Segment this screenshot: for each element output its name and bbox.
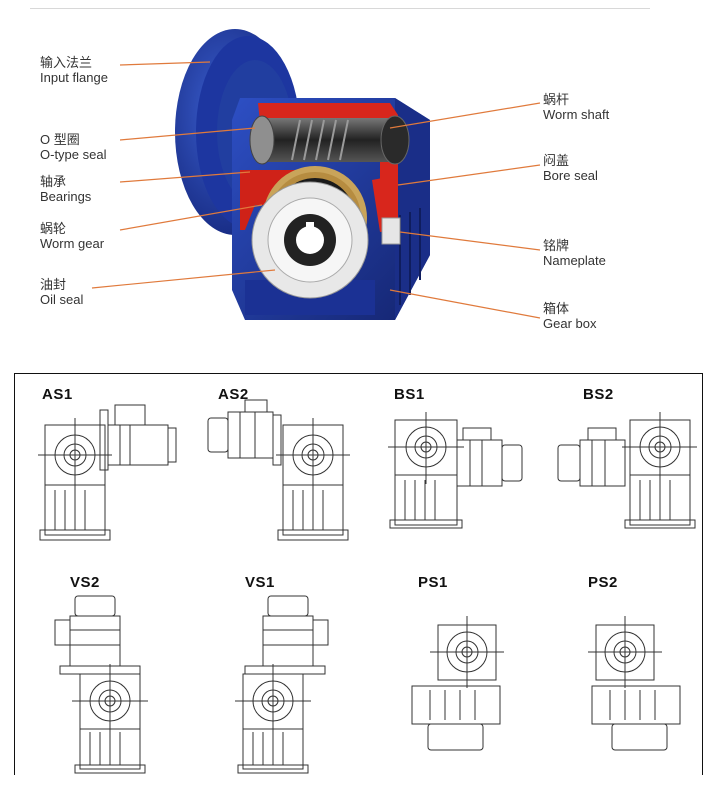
position-label-vs2: VS2 [70,574,100,591]
reducer-cutaway-illustration [91,29,541,320]
position-label-as2: AS2 [218,386,249,403]
callout-leaders [91,61,541,319]
callout-zh: 蜗杆 [543,92,570,107]
callout-en: Gear box [543,316,597,331]
callout-en: Bearings [40,189,92,204]
callout-zh: 轴承 [40,174,67,189]
callout-zh: 闷盖 [543,153,570,168]
callout-gear-box: 箱体 Gear box [543,301,596,331]
callout-worm-gear: 蜗轮 Worm gear [40,221,104,251]
callout-zh: 蜗轮 [40,221,67,236]
position-label-ps2: PS2 [588,574,618,591]
callout-en: Oil seal [40,292,84,307]
callout-zh: 油封 [40,277,67,292]
position-label-bs1: BS1 [394,386,425,403]
callout-en: Worm shaft [543,107,610,122]
callout-en: Nameplate [543,253,606,268]
callout-oil-seal: 油封 Oil seal [40,277,83,307]
callout-input-flange: 输入法兰 Input flange [40,55,108,85]
callout-zh: 铭牌 [543,238,570,253]
position-label-vs1: VS1 [245,574,275,591]
callout-en: Worm gear [40,236,105,251]
callout-nameplate: 铭牌 Nameplate [543,238,606,268]
callout-bearings: 轴承 Bearings [40,174,91,204]
worm-shaft-shape [249,115,410,165]
output-flange-shape [251,181,369,299]
top-divider [30,8,650,9]
position-label-ps1: PS1 [418,574,448,591]
nameplate-shape [381,217,401,245]
callout-o-seal: O 型圈 O-type seal [40,132,106,162]
callout-bore-seal: 闷盖 Bore seal [543,153,598,183]
mounting-positions-panel [14,373,703,775]
position-label-bs2: BS2 [583,386,614,403]
callout-worm-shaft: 蜗杆 Worm shaft [543,92,609,122]
position-label-as1: AS1 [42,386,73,403]
callout-en: Input flange [40,70,108,85]
callout-zh: 箱体 [543,301,570,316]
callout-en: O-type seal [40,147,107,162]
callout-zh: 输入法兰 [40,55,93,70]
callout-zh: O 型圈 [40,132,80,147]
callout-en: Bore seal [543,168,598,183]
